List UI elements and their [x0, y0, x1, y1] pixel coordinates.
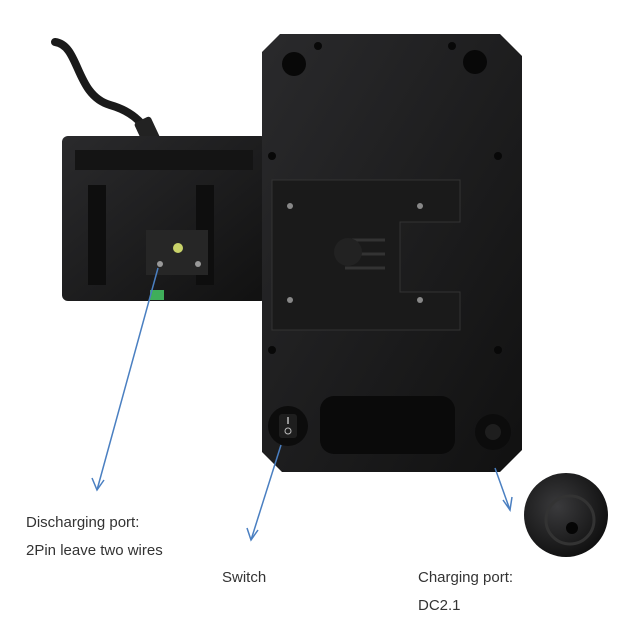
power-switch — [268, 406, 308, 446]
charging-port-detail: DC2.1 — [418, 597, 461, 614]
charging-port — [475, 414, 511, 450]
switch-label: Switch — [222, 569, 267, 586]
corner-screws — [268, 42, 502, 354]
discharge-block — [62, 136, 267, 301]
arrow-switch — [250, 444, 282, 541]
discharging-port-detail: 2Pin leave two wires — [26, 542, 163, 559]
charging-port-label: Charging port: — [418, 569, 514, 586]
handle-recess — [320, 396, 455, 454]
arrow-charging — [494, 467, 511, 511]
discharging-port-label: Discharging port: — [26, 514, 140, 531]
arrow-discharging — [96, 267, 159, 491]
charging-port-closeup — [524, 473, 608, 557]
